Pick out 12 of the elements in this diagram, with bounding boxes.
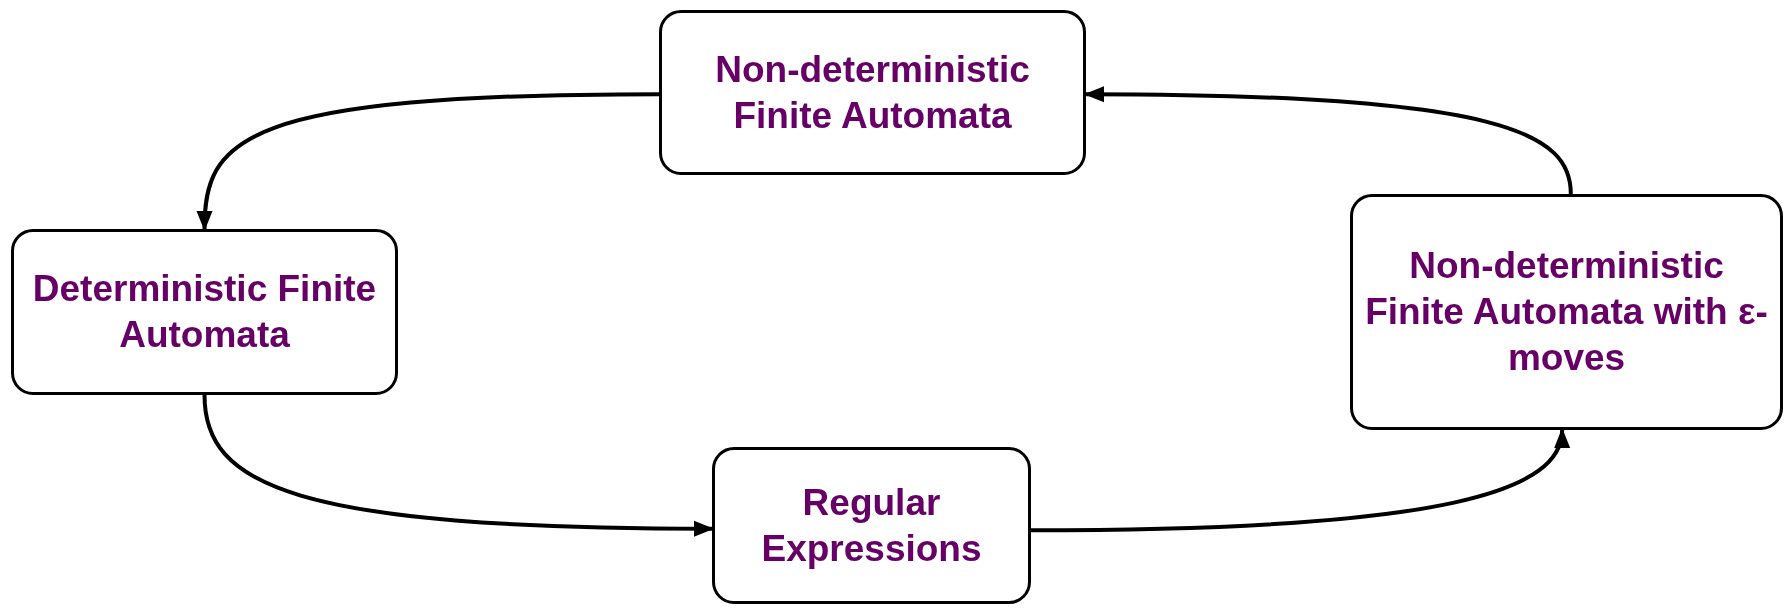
- node-label: Deterministic Finite Automata: [31, 267, 378, 357]
- rounded-box: [659, 10, 1086, 175]
- node-label: Non-deterministic Finite Automata: [714, 47, 1031, 138]
- rounded-box: [712, 447, 1031, 604]
- curved-arrow: [202, 394, 714, 537]
- curved-arrow: [1031, 428, 1568, 533]
- node-label: Regular Expressions: [760, 480, 983, 571]
- rounded-box: [11, 229, 398, 395]
- curved-arrow: [1084, 86, 1573, 195]
- curved-arrow: [197, 92, 659, 231]
- rounded-box: [1350, 194, 1783, 430]
- node-label: Non-deterministic Finite Automata with ε-moves: [1364, 244, 1769, 380]
